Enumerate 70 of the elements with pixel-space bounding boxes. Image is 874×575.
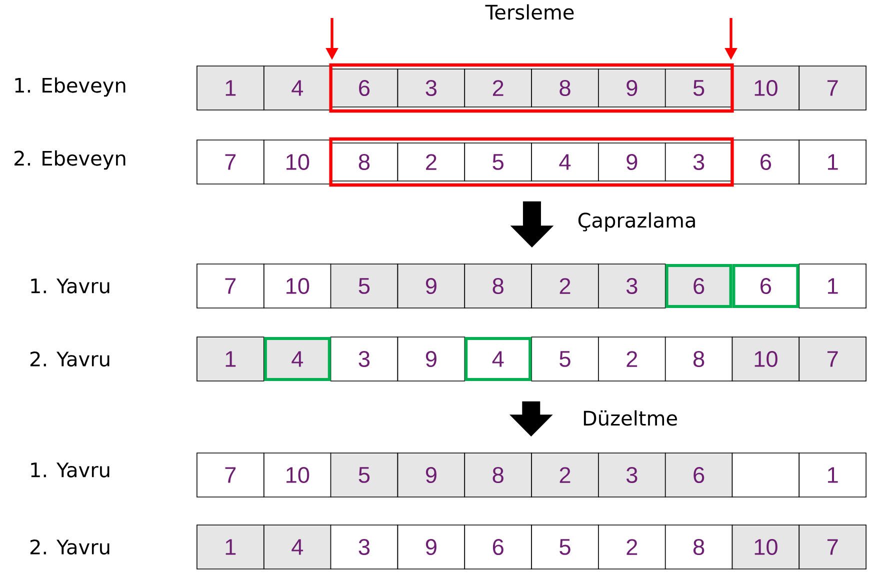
step-label: Düzeltme — [584, 410, 677, 426]
gene-cell: 9 — [397, 336, 466, 382]
gene-cell: 6 — [732, 140, 800, 184]
row-label: 2. Ebeveyn — [14, 150, 126, 170]
gene-cell: 9 — [397, 264, 466, 308]
gene-cell: 1 — [196, 524, 264, 570]
gene-cell: 3 — [330, 336, 398, 382]
row-label: 1. Yavru — [31, 462, 110, 478]
gene-cell: 2 — [464, 68, 532, 108]
gene-cell: 10 — [732, 336, 800, 382]
gene-cell: 5 — [531, 336, 599, 382]
gene-cell: 4 — [264, 524, 332, 570]
highlight-box — [329, 63, 734, 113]
gene-cell: 5 — [464, 142, 532, 182]
gene-cell: 4 — [264, 337, 331, 381]
gene-cell: 1 — [798, 264, 866, 308]
gene-cell: 10 — [264, 452, 332, 498]
gene-cell: 2 — [598, 524, 666, 570]
gene-cell: 3 — [598, 264, 666, 308]
gene-cell: 1 — [798, 140, 866, 184]
row-label: 2. Yavru — [30, 351, 110, 367]
gene-cell: 10 — [732, 524, 800, 570]
step-label: Çaprazlama — [578, 212, 695, 232]
step-label: Tersleme — [485, 4, 574, 20]
gene-cell: 4 — [531, 142, 599, 182]
gene-cell: 1 — [798, 452, 866, 498]
gene-cell: 2 — [531, 452, 599, 498]
gene-cell: 5 — [531, 524, 599, 570]
gene-cell: 8 — [330, 142, 398, 182]
gene-cell: 3 — [664, 142, 733, 182]
gene-cell: 7 — [196, 140, 264, 184]
gene-cell: 3 — [397, 68, 466, 108]
gene-cell: 6 — [732, 264, 800, 308]
gene-cell: 9 — [397, 452, 466, 498]
gene-cell: 6 — [664, 452, 733, 498]
gene-cell: 2 — [397, 142, 466, 182]
gene-cell: 2 — [598, 336, 666, 382]
gene-cell: 6 — [665, 264, 732, 308]
gene-cell: 4 — [264, 66, 332, 110]
gene-cell: 3 — [598, 452, 666, 498]
gene-cell: 10 — [264, 140, 332, 184]
gene-cell: 5 — [330, 264, 398, 308]
gene-cell: 4 — [464, 337, 532, 381]
gene-cell: 9 — [598, 68, 666, 108]
gene-cell: 6 — [464, 524, 532, 570]
gene-cell: 8 — [464, 264, 532, 308]
gene-cell: 7 — [798, 524, 866, 570]
gene-cell: 7 — [798, 336, 866, 382]
gene-cell: 5 — [330, 452, 398, 498]
gene-cell: 5 — [664, 68, 733, 108]
gene-cell: 3 — [330, 524, 398, 570]
gene-cell: 9 — [598, 142, 666, 182]
gene-cell: 7 — [196, 452, 264, 498]
gene-cell: 9 — [397, 524, 466, 570]
gene-cell: 10 — [732, 66, 800, 110]
gene-cell: 8 — [664, 336, 733, 382]
highlight-box — [329, 137, 734, 187]
gene-cell: 1 — [196, 336, 264, 382]
gene-cell: 6 — [330, 68, 398, 108]
row-label: 1. Yavru — [31, 278, 110, 294]
gene-cell: 8 — [664, 524, 733, 570]
gene-cell: 1 — [196, 66, 264, 110]
gene-cell: 10 — [264, 264, 332, 308]
gene-cell: 7 — [196, 264, 264, 308]
gene-cell: 8 — [531, 68, 599, 108]
gene-cell: 7 — [798, 66, 866, 110]
gene-cell: 8 — [464, 452, 532, 498]
gene-cell: 2 — [531, 264, 599, 308]
row-label: 2. Yavru — [30, 539, 110, 555]
row-label: 1. Ebeveyn — [15, 77, 126, 97]
